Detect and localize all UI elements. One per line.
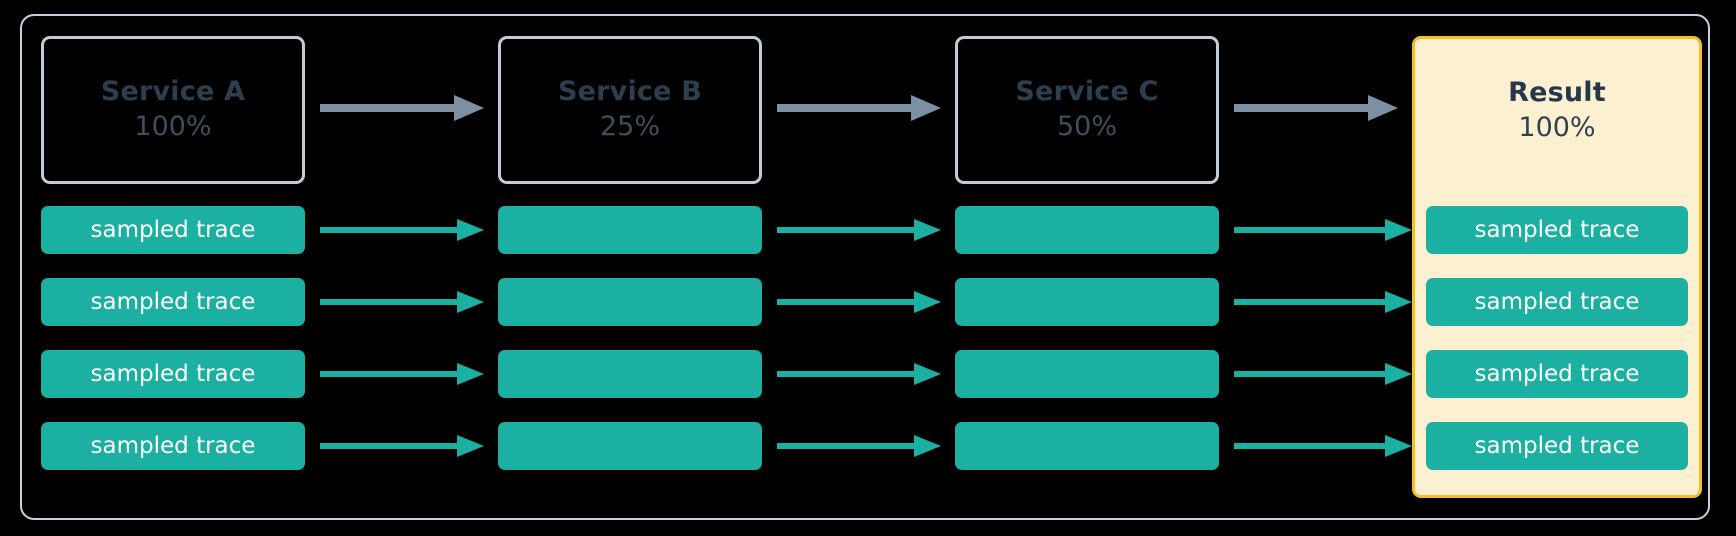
trace-bar-row1-service-a[interactable]: sampled trace: [41, 206, 305, 254]
trace-label: sampled trace: [90, 360, 256, 387]
trace-label: sampled trace: [1474, 432, 1640, 459]
trace-bar-row1-service-b[interactable]: [498, 206, 762, 254]
trace-arrow-row3-c-to-result: [1234, 363, 1412, 385]
trace-arrow-row2-c-to-result: [1234, 291, 1412, 313]
service-percent-c: 50%: [1056, 110, 1117, 142]
trace-arrow-row3-b-to-c: [777, 363, 941, 385]
trace-label: sampled trace: [90, 216, 256, 243]
trace-bar-row4-result[interactable]: sampled trace: [1426, 422, 1688, 470]
trace-arrow-row4-a-to-b: [320, 435, 484, 457]
service-name-c: Service C: [1015, 75, 1159, 107]
service-percent-a: 100%: [134, 110, 212, 142]
trace-bar-row2-service-a[interactable]: sampled trace: [41, 278, 305, 326]
trace-bar-row1-result[interactable]: sampled trace: [1426, 206, 1688, 254]
trace-bar-row3-result[interactable]: sampled trace: [1426, 350, 1688, 398]
header-arrow-c-to-result: [1234, 95, 1398, 121]
trace-arrow-row1-a-to-b: [320, 219, 484, 241]
trace-arrow-row3-a-to-b: [320, 363, 484, 385]
trace-bar-row1-service-c[interactable]: [955, 206, 1219, 254]
trace-label: sampled trace: [1474, 216, 1640, 243]
trace-label: sampled trace: [90, 432, 256, 459]
trace-arrow-row2-b-to-c: [777, 291, 941, 313]
trace-arrow-row1-b-to-c: [777, 219, 941, 241]
result-highlight-panel: [1412, 36, 1702, 498]
trace-bar-row4-service-b[interactable]: [498, 422, 762, 470]
trace-bar-row2-result[interactable]: sampled trace: [1426, 278, 1688, 326]
service-percent-b: 25%: [599, 110, 660, 142]
trace-label: sampled trace: [1474, 360, 1640, 387]
header-arrow-b-to-c: [777, 95, 941, 121]
trace-bar-row3-service-c[interactable]: [955, 350, 1219, 398]
trace-bar-row2-service-c[interactable]: [955, 278, 1219, 326]
trace-bar-row4-service-c[interactable]: [955, 422, 1219, 470]
trace-bar-row2-service-b[interactable]: [498, 278, 762, 326]
service-name-a: Service A: [100, 75, 246, 107]
trace-bar-row4-service-a[interactable]: sampled trace: [41, 422, 305, 470]
trace-arrow-row4-c-to-result: [1234, 435, 1412, 457]
trace-arrow-row2-a-to-b: [320, 291, 484, 313]
service-box-service-a[interactable]: Service A 100%: [41, 36, 305, 184]
header-arrow-a-to-b: [320, 95, 484, 121]
trace-arrow-row4-b-to-c: [777, 435, 941, 457]
trace-arrow-row1-c-to-result: [1234, 219, 1412, 241]
trace-label: sampled trace: [1474, 288, 1640, 315]
diagram-frame: [20, 14, 1710, 520]
trace-label: sampled trace: [90, 288, 256, 315]
trace-bar-row3-service-b[interactable]: [498, 350, 762, 398]
trace-bar-row3-service-a[interactable]: sampled trace: [41, 350, 305, 398]
service-name-b: Service B: [557, 75, 703, 107]
service-box-service-c[interactable]: Service C 50%: [955, 36, 1219, 184]
service-box-service-b[interactable]: Service B 25%: [498, 36, 762, 184]
